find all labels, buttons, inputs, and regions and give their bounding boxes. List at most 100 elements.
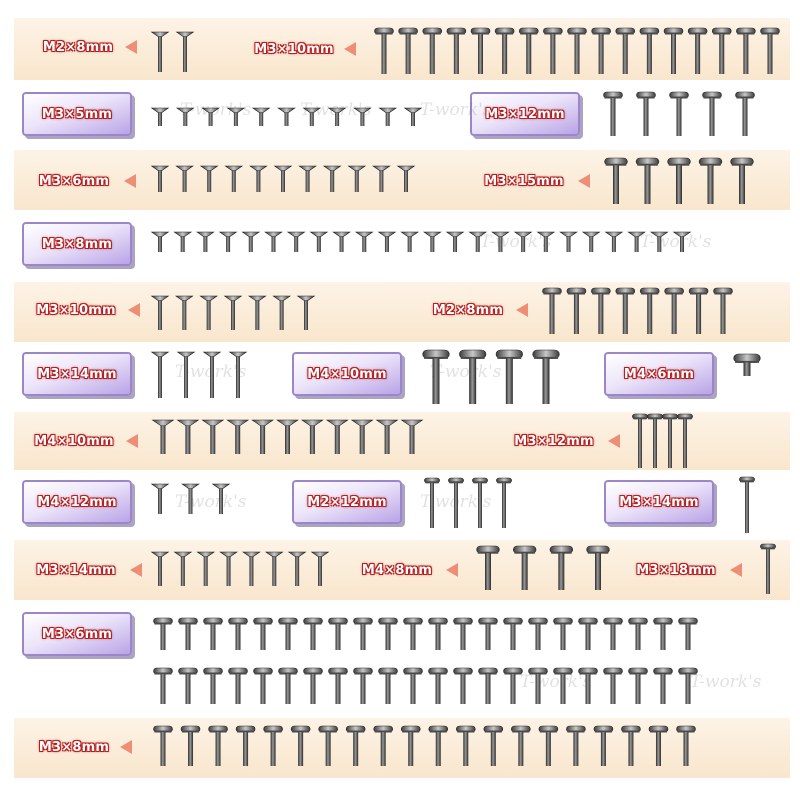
button-head-screw	[478, 617, 498, 650]
size-label: M3×10mm	[254, 41, 334, 57]
flat-head-screw	[298, 165, 317, 192]
flat-head-screw	[400, 231, 420, 252]
button-head-screw	[615, 287, 636, 334]
flat-head-screw	[228, 351, 248, 398]
flat-head-screw	[173, 551, 193, 586]
arrow-icon	[128, 303, 140, 317]
flat-head-screw	[277, 107, 296, 126]
button-head-screw	[503, 667, 523, 704]
flat-head-screw	[354, 231, 374, 252]
button-head-screw	[639, 27, 660, 74]
button-head-screw	[403, 667, 423, 704]
size-label-box: M3×6mm	[22, 612, 132, 656]
button-head-screw	[639, 287, 660, 334]
size-label-box: M3×14mm	[22, 352, 132, 396]
flat-head-screw	[175, 165, 194, 192]
button-head-screw	[398, 27, 418, 74]
button-head-screw	[345, 725, 366, 766]
button-head-screw	[549, 545, 574, 590]
size-label-box: M3×8mm	[22, 222, 132, 266]
arrow-icon	[578, 174, 590, 188]
button-head-screw	[253, 617, 273, 650]
flat-head-screw	[199, 165, 219, 192]
arrow-icon	[608, 434, 620, 448]
flat-head-screw	[347, 165, 367, 192]
button-head-screw	[424, 477, 440, 528]
flat-head-screw	[150, 295, 170, 330]
flat-head-screw	[211, 483, 231, 514]
flat-head-screw	[150, 231, 170, 252]
button-head-screw	[453, 667, 473, 704]
flat-head-screw	[202, 351, 222, 398]
button-head-screw	[578, 617, 598, 650]
flat-head-screw	[353, 107, 372, 126]
button-head-screw	[428, 667, 448, 704]
flat-head-screw	[224, 165, 244, 192]
size-label: M3×12mm	[514, 433, 594, 449]
flat-head-screw	[150, 483, 170, 514]
arrow-icon	[344, 42, 356, 56]
arrow-icon	[446, 563, 458, 577]
size-label-box: M4×6mm	[604, 352, 714, 396]
arrow-icon	[130, 563, 142, 577]
flat-head-screw	[247, 295, 267, 330]
arrow-icon	[124, 174, 136, 188]
button-head-screw	[662, 413, 678, 468]
button-head-screw	[494, 27, 515, 74]
flat-head-screw	[400, 419, 424, 454]
flat-head-screw	[150, 351, 170, 398]
button-head-screw	[713, 287, 733, 334]
flat-head-screw	[468, 231, 488, 252]
button-head-screw	[278, 667, 298, 704]
size-label-box: M4×12mm	[22, 480, 132, 524]
button-head-screw	[228, 667, 248, 704]
button-head-screw	[470, 27, 491, 74]
button-head-screw	[603, 617, 623, 650]
button-head-screw	[318, 725, 338, 766]
button-head-screw	[669, 91, 689, 136]
flat-head-screw	[403, 107, 423, 126]
flat-head-screw	[396, 165, 416, 192]
flat-head-screw	[273, 165, 293, 192]
flat-head-screw	[272, 295, 292, 330]
flat-head-screw	[536, 231, 556, 252]
button-head-screw	[253, 667, 273, 704]
button-head-screw	[735, 91, 755, 136]
button-head-screw	[636, 91, 656, 136]
arrow-icon	[126, 434, 138, 448]
flat-head-screw	[199, 295, 219, 330]
button-head-screw	[628, 617, 648, 650]
flat-head-screw	[196, 551, 216, 586]
flat-head-screw	[150, 31, 170, 72]
button-head-screw	[178, 617, 198, 650]
button-head-screw	[422, 349, 450, 404]
button-head-screw	[153, 617, 173, 650]
size-label-box: M2×12mm	[292, 480, 402, 524]
size-label: M3×15mm	[484, 173, 564, 189]
row-band-9	[14, 540, 790, 600]
button-head-screw	[586, 545, 610, 590]
button-head-screw	[736, 27, 756, 74]
button-head-screw	[647, 413, 663, 468]
flat-head-screw	[649, 231, 669, 252]
flat-head-screw	[378, 107, 398, 126]
flat-head-screw	[174, 295, 194, 330]
button-head-screw	[428, 617, 448, 650]
button-head-screw	[496, 477, 512, 528]
button-head-screw	[374, 27, 394, 74]
row-band-5	[14, 282, 790, 342]
flat-head-screw	[201, 419, 225, 454]
size-label: M3×18mm	[636, 562, 716, 578]
flat-head-screw	[377, 231, 397, 252]
flat-head-screw	[327, 107, 347, 126]
flat-head-screw	[201, 107, 220, 126]
button-head-screw	[653, 667, 673, 704]
flat-head-screw	[173, 231, 193, 252]
flat-head-screw	[332, 231, 351, 252]
button-head-screw	[628, 667, 648, 704]
size-label-box: M4×10mm	[292, 352, 402, 396]
button-head-screw	[711, 27, 732, 74]
size-label-box: M3×14mm	[604, 480, 714, 524]
button-head-screw	[153, 667, 173, 704]
